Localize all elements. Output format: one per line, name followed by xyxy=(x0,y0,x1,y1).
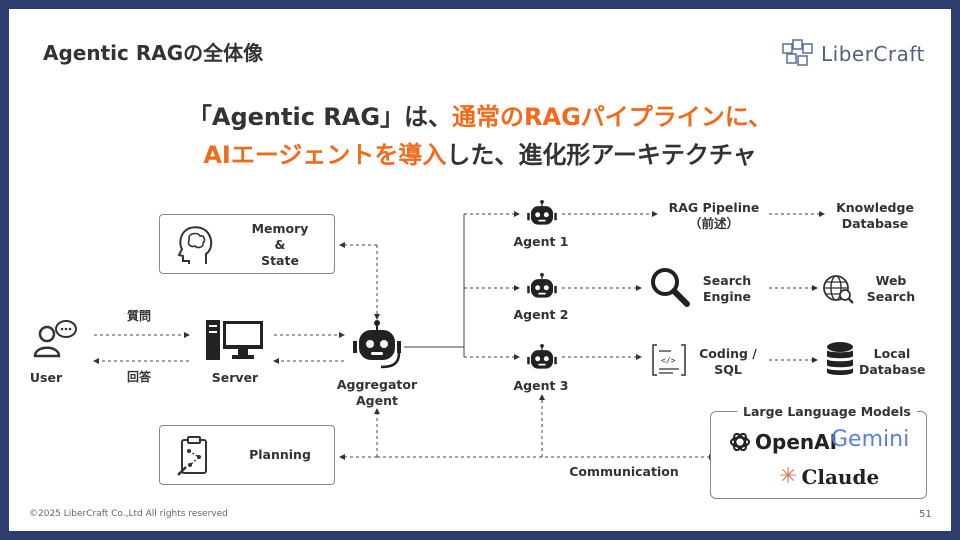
agent3-label: Agent 3 xyxy=(513,378,569,393)
code-file-icon: </> xyxy=(652,344,686,376)
edge-aggregator-trunk-up xyxy=(404,214,465,348)
llm-title: Large Language Models xyxy=(737,404,917,419)
libercraft-logo-icon xyxy=(782,39,813,66)
page-number: 51 xyxy=(919,509,932,520)
openai-logo-icon xyxy=(730,432,750,452)
memory-box: Memory & State xyxy=(159,214,335,274)
agent1-label: Agent 1 xyxy=(513,234,569,249)
claude-label: Claude xyxy=(801,464,880,489)
database-icon xyxy=(827,342,853,375)
agent2-label: Agent 2 xyxy=(513,307,569,322)
aggregator-robot-icon xyxy=(353,320,401,369)
user-label: User xyxy=(29,370,63,385)
slide: Agentic RAGの全体像 LiberCraft 「Agentic RAG」… xyxy=(9,9,951,531)
footer-copyright: ©2025 LiberCraft Co.,Ltd All rights rese… xyxy=(29,509,228,519)
rag-pipeline-label: RAG Pipeline （前述） xyxy=(668,200,760,231)
page-title: Agentic RAGの全体像 xyxy=(43,41,264,65)
headline-line-2-plain: した、進化形アーキテクチャ xyxy=(446,141,757,169)
agent2-robot-icon xyxy=(527,273,557,298)
web-search-icon xyxy=(823,275,854,304)
memory-label: Memory & State xyxy=(251,221,309,268)
search-engine-label: Search Engine xyxy=(702,273,752,304)
headline-line-1-accent: 通常のRAGパイプラインに、 xyxy=(452,103,773,131)
claude-brand: ✳ Claude xyxy=(779,464,879,489)
gemini-label: Gemini xyxy=(831,427,910,452)
head-brain-icon xyxy=(177,226,213,264)
user-chat-icon xyxy=(33,320,77,358)
svg-text:</>: </> xyxy=(661,356,676,365)
headline-line-1: 「Agentic RAG」は、通常のRAGパイプラインに、 xyxy=(9,97,951,132)
headline-line-2: AIエージェントを導入した、進化形アーキテクチャ xyxy=(9,135,951,170)
search-icon xyxy=(651,268,690,307)
claude-logo-icon: ✳ xyxy=(779,464,798,489)
openai-label: OpenAI xyxy=(755,430,838,454)
knowledge-db-label: Knowledge Database xyxy=(836,200,914,231)
server-label: Server xyxy=(211,370,259,385)
llm-box: Large Language Models OpenAI Gemini ✳ Cl… xyxy=(710,404,927,499)
server-icon xyxy=(206,320,263,360)
agent3-robot-icon xyxy=(527,344,557,369)
clipboard-plan-icon xyxy=(177,436,207,476)
logo-text: LiberCraft xyxy=(821,42,925,66)
answer-label: 回答 xyxy=(127,370,152,384)
planning-box: Planning xyxy=(159,425,335,485)
connector-lines xyxy=(93,211,825,460)
local-db-label: Local Database xyxy=(859,346,926,377)
communication-label: Communication xyxy=(569,464,679,479)
headline-line-2-accent: AIエージェントを導入 xyxy=(203,141,447,169)
planning-label: Planning xyxy=(249,447,311,462)
aggregator-label: Aggregator Agent xyxy=(336,377,418,408)
agent1-robot-icon xyxy=(527,200,557,225)
logo: LiberCraft xyxy=(781,37,925,71)
openai-brand: OpenAI xyxy=(729,430,837,454)
web-search-label: Web Search xyxy=(866,273,916,304)
coding-sql-label: Coding / SQL xyxy=(699,346,757,377)
question-label: 質問 xyxy=(127,309,152,323)
headline-line-1-plain: 「Agentic RAG」は、 xyxy=(187,103,453,131)
